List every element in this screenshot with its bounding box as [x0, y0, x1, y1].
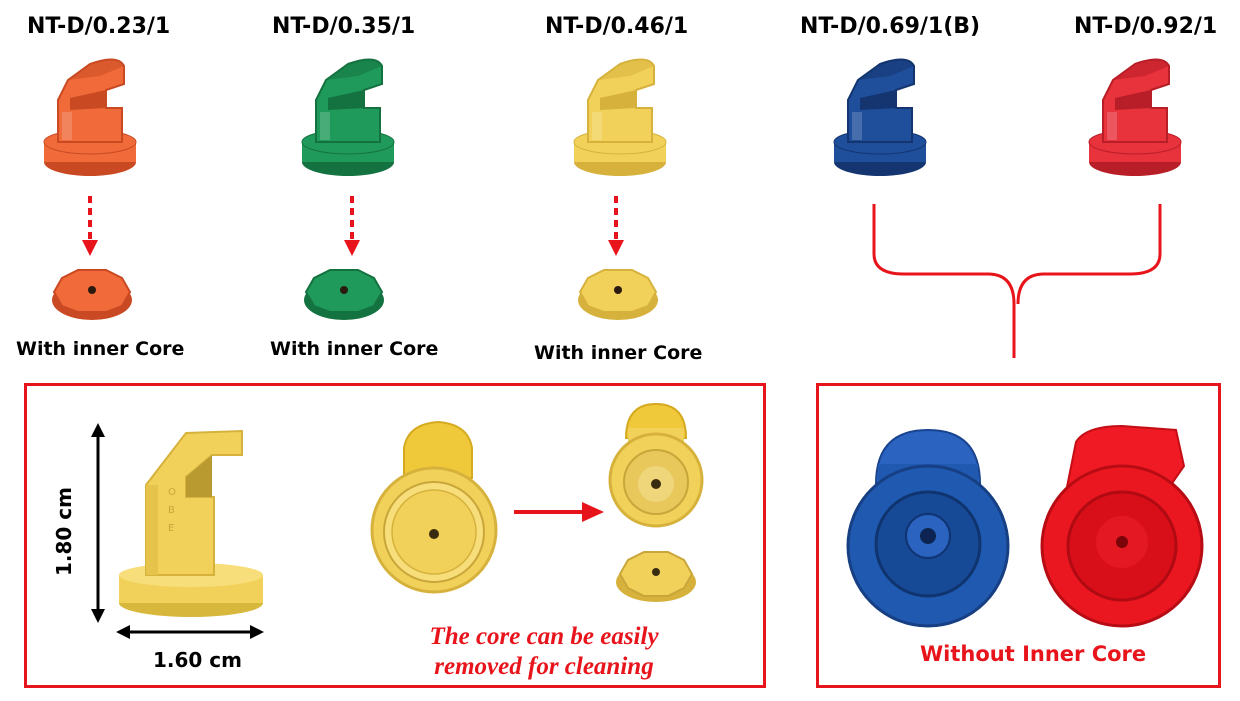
height-label: 1.80 cm — [52, 486, 76, 576]
inner-core-image-1 — [304, 269, 384, 320]
detail-box — [24, 383, 766, 688]
height-dimension-arrow — [91, 423, 105, 623]
cleaning-caption: The core can be easily removed for clean… — [374, 622, 714, 682]
inner-core-image-2 — [578, 269, 658, 320]
removed-inner-core — [616, 551, 696, 602]
width-label: 1.60 cm — [153, 648, 243, 672]
nozzle-image-3 — [833, 58, 927, 176]
svg-text:B: B — [168, 505, 175, 516]
yellow-nozzle-face-view — [370, 420, 498, 594]
core-label-0: With inner Core — [16, 338, 185, 360]
core-label-2: With inner Core — [534, 342, 703, 364]
bracket-connector — [872, 204, 1162, 358]
nozzle-label-4: NT-D/0.92/1 — [1074, 14, 1218, 39]
nozzle-label-3: NT-D/0.69/1(B) — [800, 14, 981, 39]
without-core-box — [816, 383, 1221, 688]
nozzle-image-0 — [43, 58, 137, 176]
red-nozzle-open-view — [1040, 424, 1204, 628]
removal-arrow — [514, 502, 604, 522]
svg-text:O: O — [168, 487, 176, 498]
without-inner-core-label: Without Inner Core — [920, 642, 1147, 666]
dashed-arrow-2 — [608, 196, 624, 256]
cleaning-caption-line2: removed for cleaning — [434, 653, 654, 680]
blue-nozzle-open-view — [846, 428, 1010, 628]
nozzle-label-1: NT-D/0.35/1 — [272, 14, 416, 39]
inner-core-image-0 — [52, 269, 132, 320]
dashed-arrow-1 — [344, 196, 360, 256]
cleaning-caption-line1: The core can be easily — [429, 623, 659, 650]
nozzle-label-2: NT-D/0.46/1 — [545, 14, 689, 39]
dashed-arrow-0 — [82, 196, 98, 256]
yellow-nozzle-open-view — [608, 402, 704, 528]
nozzle-label-0: NT-D/0.23/1 — [27, 14, 171, 39]
nozzle-image-2 — [573, 58, 667, 176]
yellow-nozzle-side-view: O B E — [119, 429, 263, 617]
width-dimension-arrow — [116, 625, 264, 639]
nozzle-image-4 — [1088, 58, 1182, 176]
core-label-1: With inner Core — [270, 338, 439, 360]
nozzle-image-1 — [301, 58, 395, 176]
svg-text:E: E — [168, 523, 174, 534]
